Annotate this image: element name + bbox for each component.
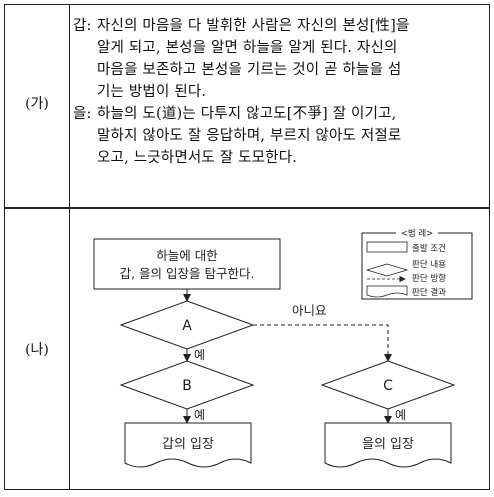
passage-eul: 을: 하늘의 도(道)는 다투지 않고도[不爭] 잘 이기고, 말하지 않아도 … xyxy=(73,103,483,169)
row-label-na: (나) xyxy=(25,342,49,358)
row-label-ga: (가) xyxy=(25,96,49,112)
legend-title-bg xyxy=(396,228,438,238)
passage: 갑: 자신의 마음을 다 발휘한 사람은 자신의 본성[性]을 알게 되고, 본… xyxy=(73,15,483,169)
passage-line: 기는 방법이 된다. xyxy=(97,84,207,100)
legend-item-3: 판단 방향 xyxy=(412,273,446,284)
passage-line: 자신의 마음을 다 발휘한 사람은 자신의 본성[性]을 xyxy=(97,18,410,34)
decision-c-label: C xyxy=(383,378,393,394)
legend-title: <범 례> xyxy=(401,228,434,239)
result-left-label: 갑의 입장 xyxy=(162,437,214,452)
legend-result-icon xyxy=(366,285,408,298)
legend-item-4: 판단 결과 xyxy=(412,287,446,298)
text-row: (가) 갑: 자신의 마음을 다 발휘한 사람은 자신의 본성[性]을 알게 되… xyxy=(5,5,489,209)
passage-line: 알게 되고, 본성을 알면 하늘을 알게 된다. 자신의 xyxy=(97,40,398,56)
result-left xyxy=(124,422,252,468)
passage-line: 말하지 않아도 잘 응답하며, 부르지 않아도 저절로 xyxy=(97,128,402,144)
start-text-1: 하늘에 대한 xyxy=(156,248,218,263)
passage-gap: 갑: 자신의 마음을 다 발휘한 사람은 자신의 본성[性]을 알게 되고, 본… xyxy=(73,15,483,103)
legend-item-2: 판단 내용 xyxy=(412,259,446,270)
column-divider xyxy=(69,209,70,489)
column-divider xyxy=(69,5,70,207)
yes-label-c: 예 xyxy=(395,408,406,422)
legend-item-1: 출발 조건 xyxy=(412,243,446,254)
arrow-a-c xyxy=(253,324,392,362)
start-box xyxy=(93,238,281,290)
speaker-gap: 갑: xyxy=(73,18,92,34)
passage-line: 마음을 보존하고 본성을 기르는 것이 곧 하늘을 섬 xyxy=(97,62,402,78)
passage-line: 하늘의 도(道)는 다투지 않고도[不爭] 잘 이기고, xyxy=(97,106,397,122)
yes-label-a: 예 xyxy=(194,348,205,362)
passage-line: 오고, 느긋하면서도 잘 도모한다. xyxy=(97,150,298,166)
legend-start-icon xyxy=(366,241,408,253)
flowchart: 하늘에 대한 갑, 을의 입장을 탐구한다. A 예 B 예 아니요 C xyxy=(93,228,473,468)
diagram-row: (나) 하늘에 대한 갑, 을의 입장을 탐구한다. A 예 B xyxy=(5,209,489,489)
decision-b-label: B xyxy=(182,378,192,394)
yes-label-b: 예 xyxy=(194,408,205,422)
question-table: (가) 갑: 자신의 마음을 다 발휘한 사람은 자신의 본성[性]을 알게 되… xyxy=(4,4,490,490)
result-right-label: 을의 입장 xyxy=(362,437,414,452)
speaker-eul: 을: xyxy=(73,106,92,122)
start-text-2: 갑, 을의 입장을 탐구한다. xyxy=(120,266,255,281)
result-right xyxy=(324,422,452,468)
legend-decision-icon xyxy=(365,263,409,277)
decision-a-label: A xyxy=(182,318,192,334)
no-label: 아니요 xyxy=(292,303,327,318)
